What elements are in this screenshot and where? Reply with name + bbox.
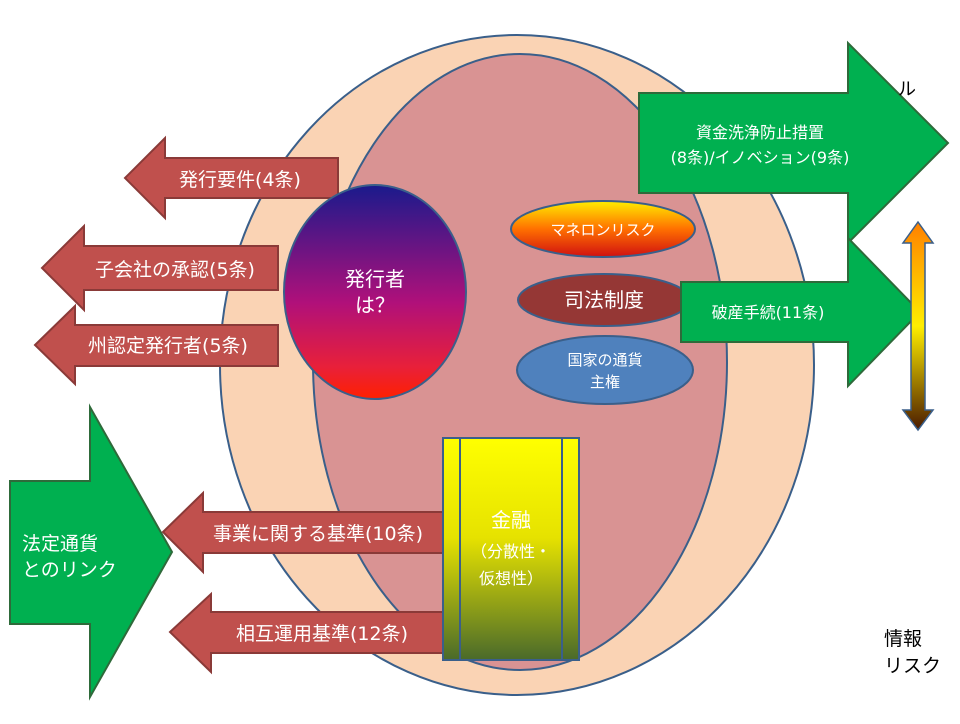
arrow-subsidiary-approval-label: 子会社の承認(5条): [95, 259, 255, 281]
info-risk-line2: リスク: [884, 655, 941, 677]
arrow-bankruptcy-label: 破産手続(11条): [712, 303, 825, 322]
finance-subtitle-line2: 仮想性）: [479, 569, 543, 588]
finance-subtitle-line1: （分散性・: [471, 542, 551, 561]
judicial-system-label: 司法制度: [564, 288, 644, 312]
arrow-aml-line1: 資金洗浄防止措置: [696, 123, 824, 142]
currency-sovereignty-line1: 国家の通貨: [567, 351, 642, 369]
info-risk-line1: 情報: [884, 628, 922, 650]
arrow-interoperability: 相互運用基準(12条): [168, 591, 457, 675]
money-laundering-risk-label: マネロンリスク: [550, 221, 655, 239]
finance-pillar: 金融 （分散性・ 仮想性）: [442, 437, 580, 661]
legal-tender-line1: 法定通貨: [22, 533, 98, 555]
legal-tender-line2: とのリンク: [22, 559, 117, 581]
money-laundering-risk-oval: マネロンリスク: [510, 200, 696, 258]
currency-sovereignty-line2: 主権: [590, 373, 620, 391]
arrow-state-certified-issuer: 州認定発行者(5条): [33, 303, 279, 387]
currency-sovereignty-oval: 国家の通貨 主権: [516, 335, 694, 405]
arrow-business-standards: 事業に関する基準(10条): [161, 490, 456, 575]
arrow-subsidiary-approval: 子会社の承認(5条): [40, 223, 279, 313]
issuer-label-line1: 発行者: [345, 267, 405, 291]
top-right-partial-text: ル: [898, 79, 916, 100]
judicial-system-oval: 司法制度: [517, 273, 691, 327]
issuer-label-line2: は？: [355, 293, 395, 317]
arrow-aml-innovation: 資金洗浄防止措置 (8条)/イノベション(9条): [638, 40, 950, 246]
arrow-bankruptcy: 破産手続(11条): [680, 235, 922, 389]
arrow-business-standards-label: 事業に関する基準(10条): [213, 523, 423, 545]
arrow-legal-tender-link: 法定通貨 とのリンク: [9, 403, 174, 701]
finance-title: 金融: [491, 508, 531, 532]
arrow-interoperability-label: 相互運用基準(12条): [236, 623, 408, 645]
arrow-aml-line2: (8条)/イノベション(9条): [671, 148, 850, 167]
arrow-issuance-requirements-label: 発行要件(4条): [179, 169, 301, 191]
arrow-state-certified-issuer-label: 州認定発行者(5条): [88, 335, 248, 357]
arrow-issuance-requirements: 発行要件(4条): [123, 135, 339, 221]
issuer-circle: 発行者 は？: [283, 184, 467, 400]
risk-scale-double-arrow: [901, 220, 935, 432]
